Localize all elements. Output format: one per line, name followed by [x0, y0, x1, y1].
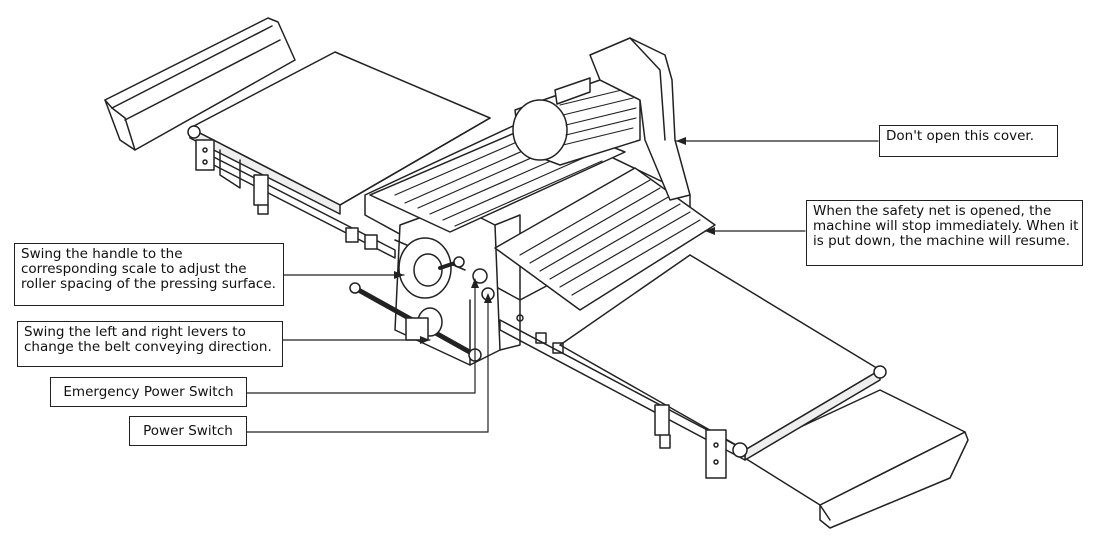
handle-line-3: roller spacing of the pressing surface.	[21, 276, 276, 292]
safety-net-callout: When the safety net is opened, the machi…	[806, 200, 1083, 266]
handle-line-1: Swing the handle to the	[21, 246, 183, 262]
handle-line-2: corresponding scale to adjust the	[21, 261, 247, 277]
leader-lines	[246, 140, 879, 433]
levers-line-1: Swing the left and right levers to	[24, 324, 246, 340]
motor	[512, 77, 641, 166]
back-cover	[589, 37, 691, 201]
levers-callout: Swing the left and right levers to chang…	[17, 321, 283, 367]
right-tray	[739, 389, 969, 529]
cover-warning-callout: Don't open this cover.	[879, 125, 1058, 157]
emergency-switch-callout: Emergency Power Switch	[50, 377, 247, 407]
arrowheads	[394, 137, 715, 344]
controls	[349, 237, 495, 362]
left-tray	[104, 17, 296, 151]
emergency-switch-label: Emergency Power Switch	[63, 383, 234, 400]
safety-net-line-2: machine will stop immediately. When it	[813, 218, 1079, 234]
right-conveyor	[499, 254, 887, 479]
power-switch-label: Power Switch	[143, 422, 233, 439]
safety-net-line-3: is put down, the machine will resume.	[813, 233, 1071, 249]
levers-line-2: change the belt conveying direction.	[24, 339, 272, 355]
cover-warning-text: Don't open this cover.	[886, 128, 1034, 144]
handle-callout: Swing the handle to the corresponding sc…	[14, 243, 284, 306]
power-switch-callout: Power Switch	[129, 416, 247, 446]
left-conveyor	[187, 51, 491, 259]
safety-net-line-1: When the safety net is opened, the	[813, 203, 1052, 219]
